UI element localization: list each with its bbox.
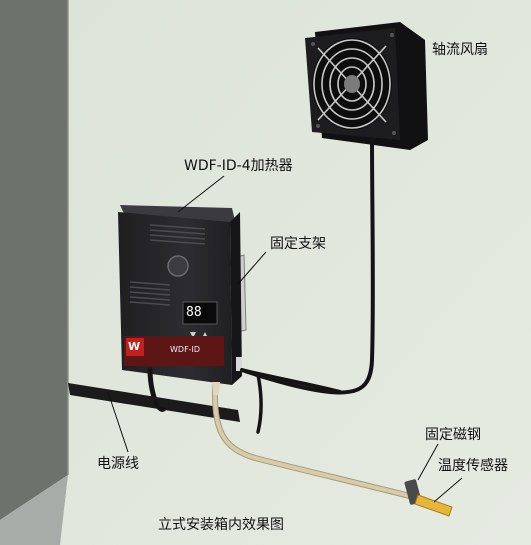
fan-power-link	[240, 368, 342, 394]
sensor-probe-icon	[414, 494, 453, 517]
plug-tip	[153, 399, 167, 412]
power-cord-label: 电源线	[97, 456, 139, 472]
cabinet-left-side	[0, 0, 70, 520]
fan-cable	[234, 138, 375, 395]
fan-label: 轴流风扇	[432, 42, 488, 58]
display-readout: 88	[186, 305, 202, 320]
magnet-label: 固定磁钢	[425, 427, 481, 443]
caption: 立式安装箱内效果图	[158, 517, 284, 533]
bracket-label: 固定支架	[270, 236, 326, 252]
leader-lines	[107, 69, 463, 503]
fan-icon	[305, 22, 428, 150]
heater-label: WDF-ID-4加热器	[184, 158, 293, 174]
cabinet-floor	[0, 475, 68, 545]
heater-icon	[118, 205, 242, 385]
brand-mark: W	[128, 340, 141, 353]
power-cord	[256, 373, 263, 434]
sensor-cable	[212, 383, 427, 502]
model-badge: WDF-ID	[170, 345, 201, 354]
sensor-label: 温度传感器	[438, 458, 508, 474]
sensor-gland	[212, 382, 220, 395]
